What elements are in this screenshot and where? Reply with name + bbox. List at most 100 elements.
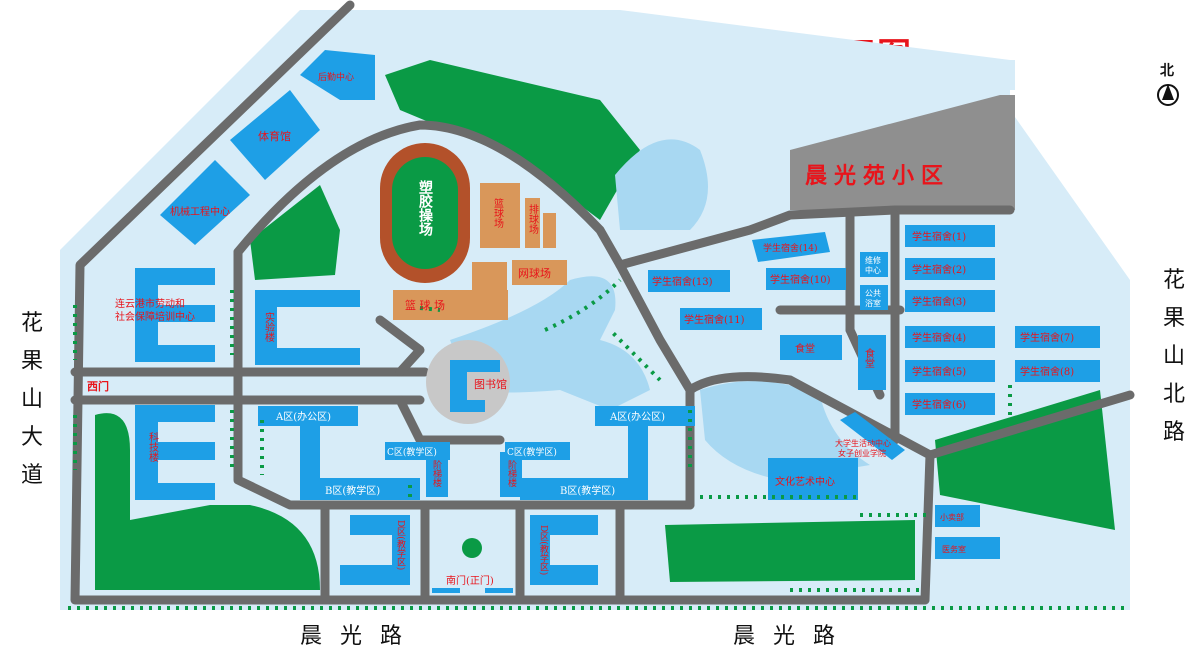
label-dorm-4: 学生宿舍(4) [912,331,966,344]
dorm-6 [905,393,995,415]
building-b-right-shape [520,426,648,500]
label-dorm-6: 学生宿舍(6) [912,398,966,411]
basketball-court-1 [480,183,520,248]
label-dorm-5: 学生宿舍(5) [912,365,966,378]
south-gate-circle [462,538,482,558]
label-labor-1: 连云港市劳动和 [115,297,185,310]
green-west-small [250,185,340,280]
label-volleyball: 排球场 [527,203,539,235]
label-west-gate: 西门 [87,379,109,393]
building-culture-center [768,458,858,500]
dorm-7 [1015,326,1100,348]
north-arrow-icon [1162,84,1174,100]
roads [70,0,1135,605]
building-shop [935,505,980,527]
label-eng: 机械工程中心 [170,205,230,218]
dorm-8 [1015,360,1100,382]
label-shop: 小卖部 [940,512,964,522]
green-north [385,60,640,220]
building-canteen-2 [858,335,886,390]
label-dorm-3: 学生宿舍(3) [912,295,966,308]
dorm-13 [648,270,730,292]
library-building [450,360,500,412]
label-b-left: B区(教学区) [325,484,380,497]
building-a-right [595,406,695,426]
label-south-gate: 南门(正门) [446,574,494,587]
building-logistics [300,50,375,100]
label-labor-2: 社会保障培训中心 [115,310,195,323]
label-dorm-2: 学生宿舍(2) [912,263,966,276]
building-gym [230,90,320,180]
building-bath [860,285,888,310]
building-d-right [530,515,598,585]
dorm-4 [905,326,995,348]
building-experiment [255,290,360,365]
dorm-5 [905,360,995,382]
label-dorm-14: 学生宿舍(14) [763,242,817,254]
label-d-right: D区(教学区) [538,525,549,575]
green-south-right [665,520,915,582]
label-dorm-10: 学生宿舍(10) [770,273,831,286]
label-clinic: 医务室 [942,544,966,554]
residential-area [790,95,1015,210]
label-c-left: C区(教学区) [387,446,437,458]
building-a-left [258,406,358,426]
building-lecture-right [500,452,522,497]
gate-bar-left [432,588,460,593]
label-basketball-1: 篮球场 [492,197,504,229]
building-eng [160,160,250,245]
dorm-1 [905,225,995,247]
label-a-right: A区(办公区) [609,410,665,423]
basketball-court-2 [393,290,508,320]
label-canteen-1: 食堂 [795,342,815,355]
green-east [935,390,1115,530]
label-logistics: 后勤中心 [318,71,354,83]
lake-east [700,381,870,480]
building-d-left [340,515,410,585]
building-b-left-shape [300,426,420,500]
label-research: 科技楼 [147,431,159,463]
label-repair-2: 中心 [865,265,881,275]
label-lecture-right: 阶梯楼 [506,459,517,488]
label-tennis: 网球场 [518,266,551,280]
label-gym: 体育馆 [258,129,291,143]
label-canteen-2: 食堂 [863,347,875,368]
label-culture-center: 文化艺术中心 [775,475,835,488]
label-lecture-left: 阶梯楼 [431,459,442,488]
label-dorm-8: 学生宿舍(8) [1020,365,1074,378]
dorm-10 [766,268,846,290]
dorm-14 [752,232,830,262]
label-experiment: 实验楼 [263,311,275,343]
building-lecture-left [426,452,448,497]
road-east-label: 花果山北路 [1162,268,1185,445]
dorm-3 [905,290,995,312]
hedges [68,278,1130,610]
road-south-right-label: 晨光路 [733,624,854,649]
label-dorm-7: 学生宿舍(7) [1020,331,1074,344]
road-west-label: 花果山大道 [20,311,43,488]
label-repair-1: 维修 [865,255,881,265]
gate-bar-right [485,588,513,593]
volleyball-court [525,198,540,248]
building-labor-center [135,268,215,362]
building-clinic [935,537,1000,559]
label-d-left: D区(教学区) [395,520,406,570]
building-repair [860,252,888,277]
building-canteen-1 [780,335,842,360]
label-dorm-1: 学生宿舍(1) [912,230,966,243]
dorm-11 [680,308,762,330]
small-court [543,213,556,248]
label-library: 图书馆 [474,377,507,391]
tennis-court [512,260,567,285]
track-field [392,157,458,269]
label-dorm-13: 学生宿舍(13) [652,275,713,288]
label-stadium: 塑胶操场 [417,179,433,237]
lake-north [615,139,708,230]
label-student-center-2: 女子创业学院 [838,448,886,458]
road-south-left-label: 晨光路 [300,624,421,649]
building-student-center [840,412,905,460]
north-label: 北 [1160,63,1174,79]
residential-label: 晨光苑小区 [805,163,950,189]
